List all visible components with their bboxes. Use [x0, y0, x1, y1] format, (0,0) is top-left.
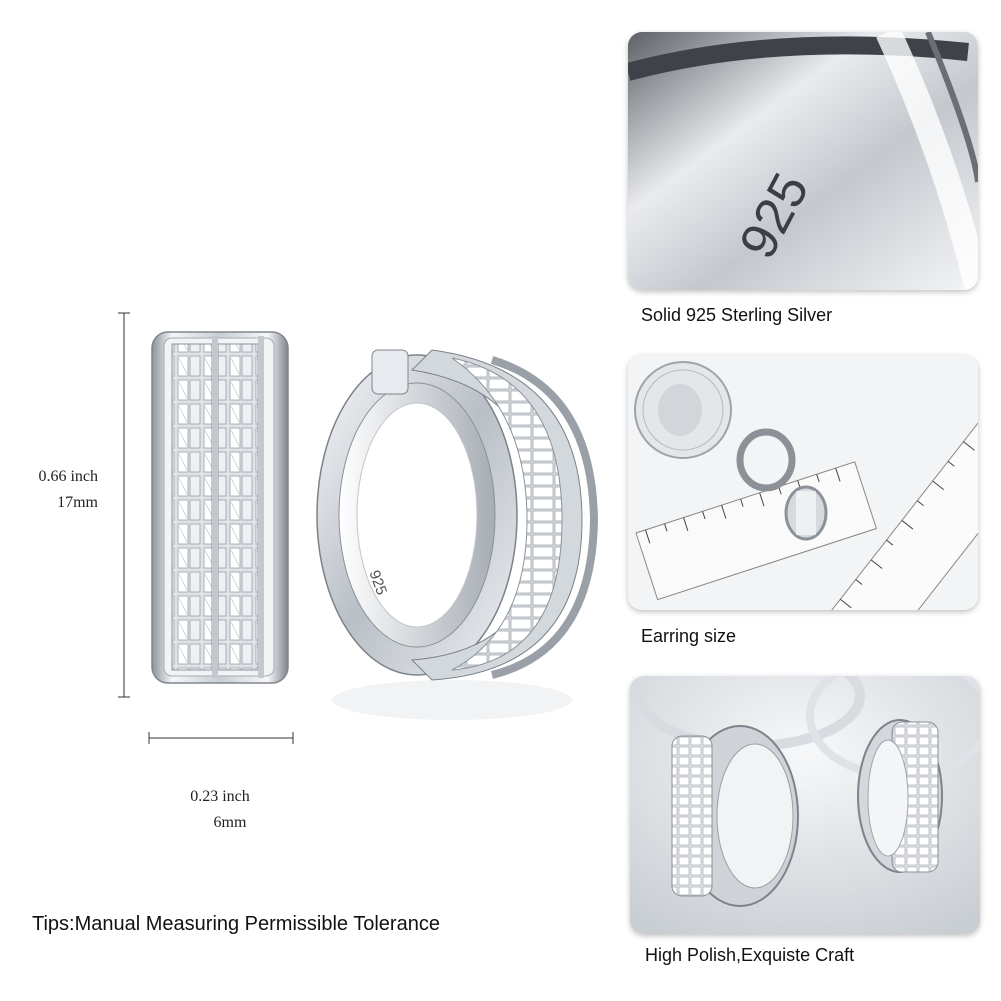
photo-earring-size — [628, 355, 978, 610]
width-label: 0.23 inch 6mm — [170, 784, 270, 836]
earring-side-view: 925 — [316, 349, 599, 720]
width-dimension-line — [148, 732, 294, 744]
width-inch-text: 0.23 inch — [190, 788, 250, 805]
caption-high-polish: High Polish,Exquiste Craft — [645, 945, 855, 965]
photo-925-closeup: 925 — [628, 32, 978, 290]
photo-high-polish — [630, 676, 980, 934]
height-dimension-line — [118, 312, 130, 698]
height-label: 0.66 inch 17mm — [22, 464, 98, 516]
width-mm-text: 6mm — [213, 814, 247, 831]
height-inch-text: 0.66 inch — [38, 468, 98, 485]
earring-front-view — [151, 331, 289, 684]
caption-sterling-silver: Solid 925 Sterling Silver — [641, 305, 833, 325]
height-mm-text: 17mm — [57, 494, 98, 511]
tips-text: Tips:Manual Measuring Permissible Tolera… — [32, 913, 440, 935]
caption-earring-size: Earring size — [641, 626, 737, 646]
